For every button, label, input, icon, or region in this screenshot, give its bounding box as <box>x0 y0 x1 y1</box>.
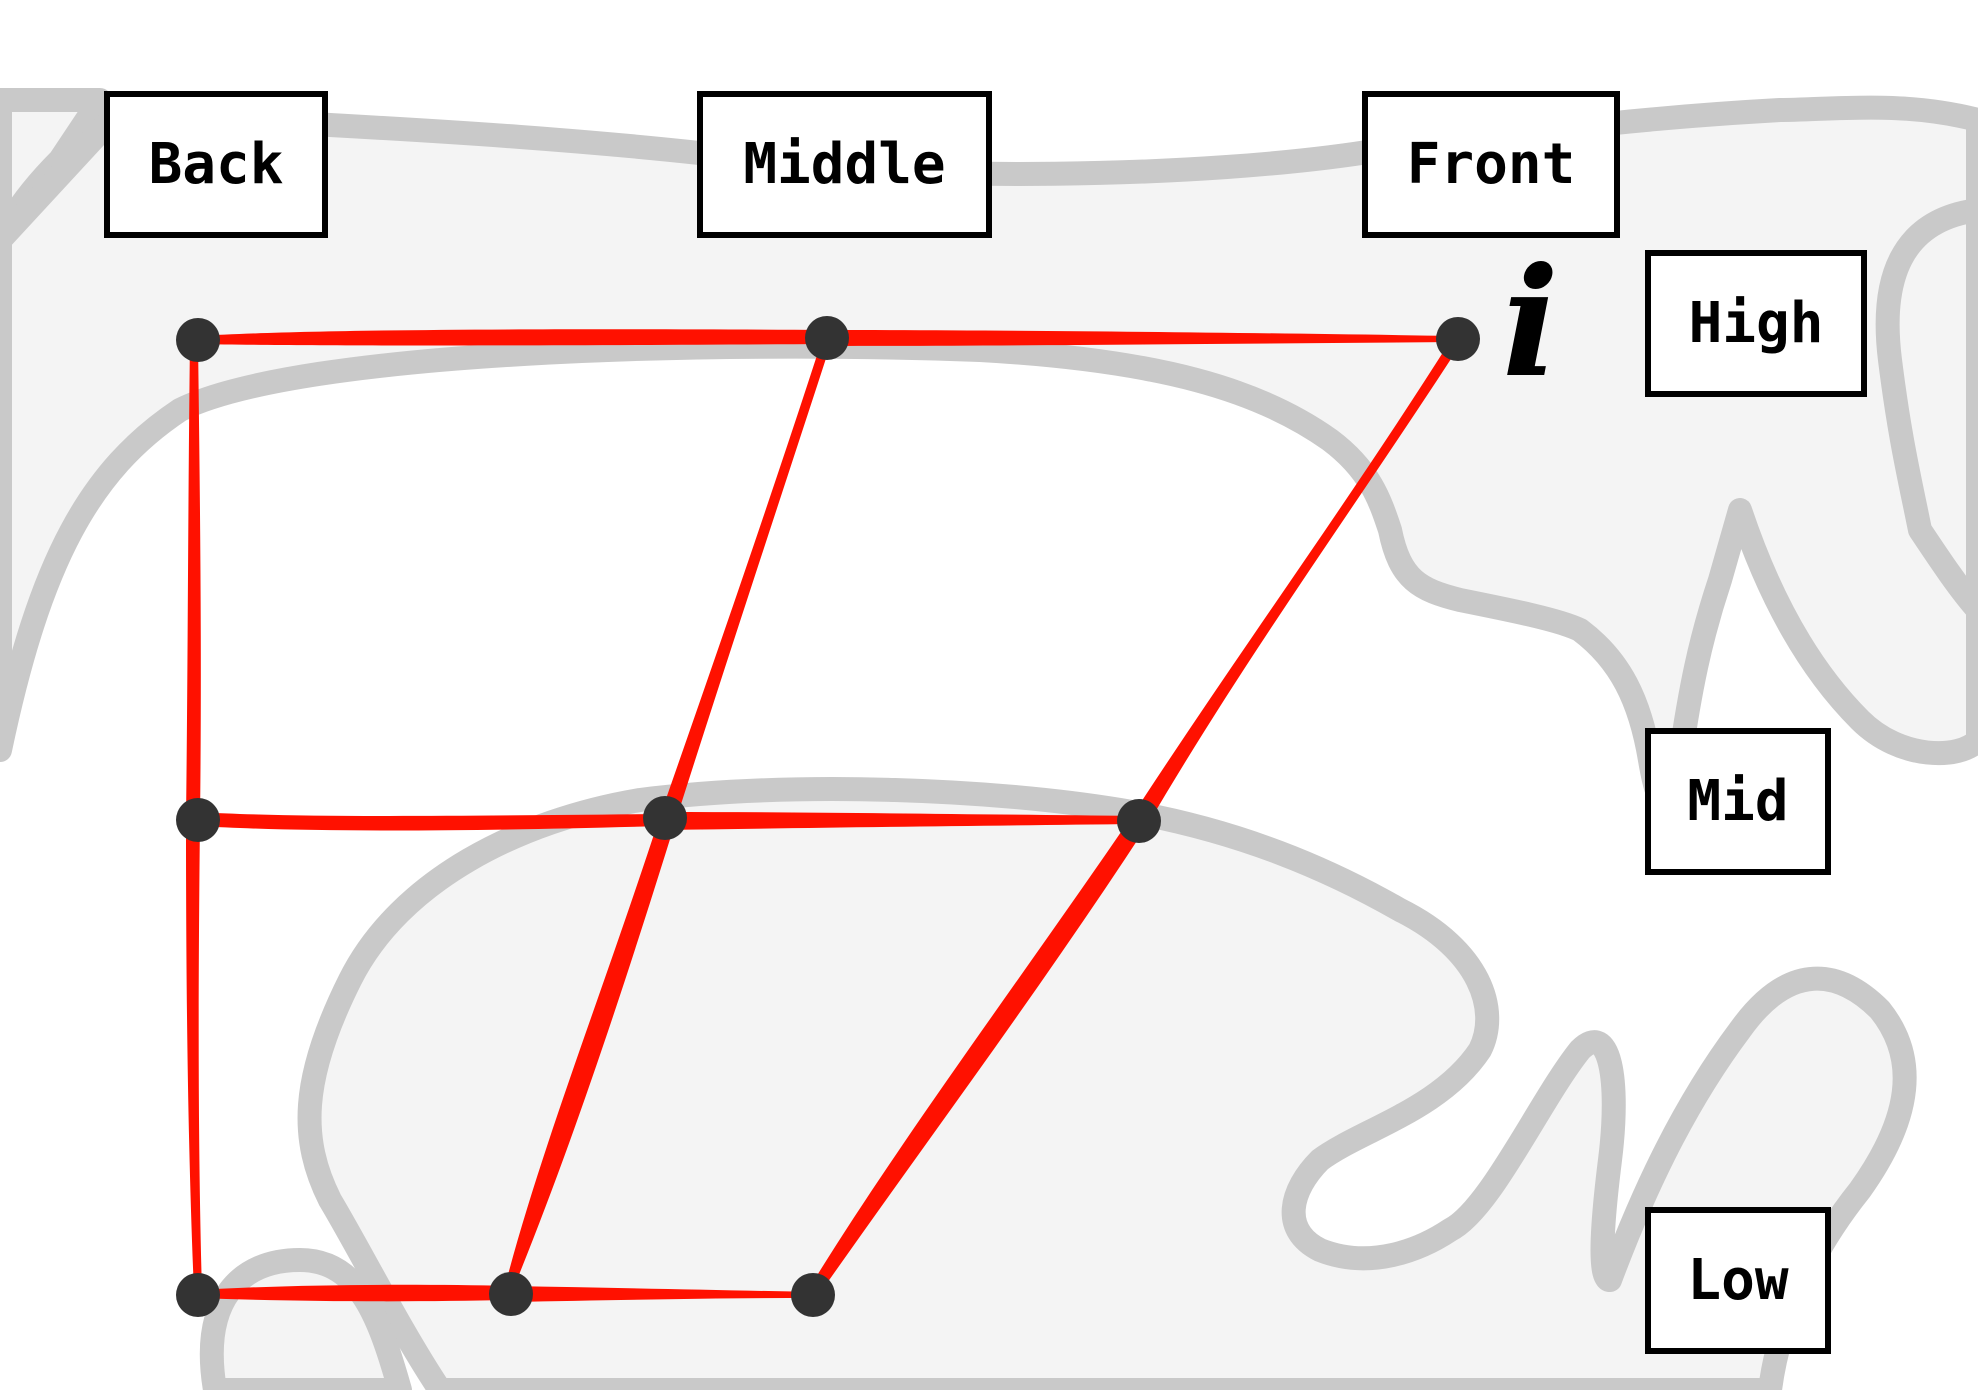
row-label-mid: Mid <box>1645 728 1831 875</box>
info-icon[interactable]: i <box>1502 248 1559 398</box>
node-front-mid[interactable] <box>1117 799 1161 843</box>
node-back-low[interactable] <box>176 1273 220 1317</box>
column-label-front: Front <box>1362 91 1620 238</box>
node-middle-low[interactable] <box>489 1272 533 1316</box>
node-front-high[interactable] <box>1436 317 1480 361</box>
node-back-mid[interactable] <box>176 798 220 842</box>
node-back-high[interactable] <box>176 318 220 362</box>
column-label-back: Back <box>104 91 328 238</box>
edge-back-mid-to-back-low <box>186 820 202 1292</box>
row-label-low: Low <box>1645 1207 1831 1354</box>
edge-middle-high-to-middle-mid <box>660 340 832 820</box>
row-label-high: High <box>1645 250 1867 397</box>
edge-back-mid-to-middle-mid <box>198 812 665 831</box>
node-middle-high[interactable] <box>805 316 849 360</box>
node-middle-mid[interactable] <box>643 796 687 840</box>
node-front-low[interactable] <box>791 1273 835 1317</box>
column-label-middle: Middle <box>697 91 992 238</box>
